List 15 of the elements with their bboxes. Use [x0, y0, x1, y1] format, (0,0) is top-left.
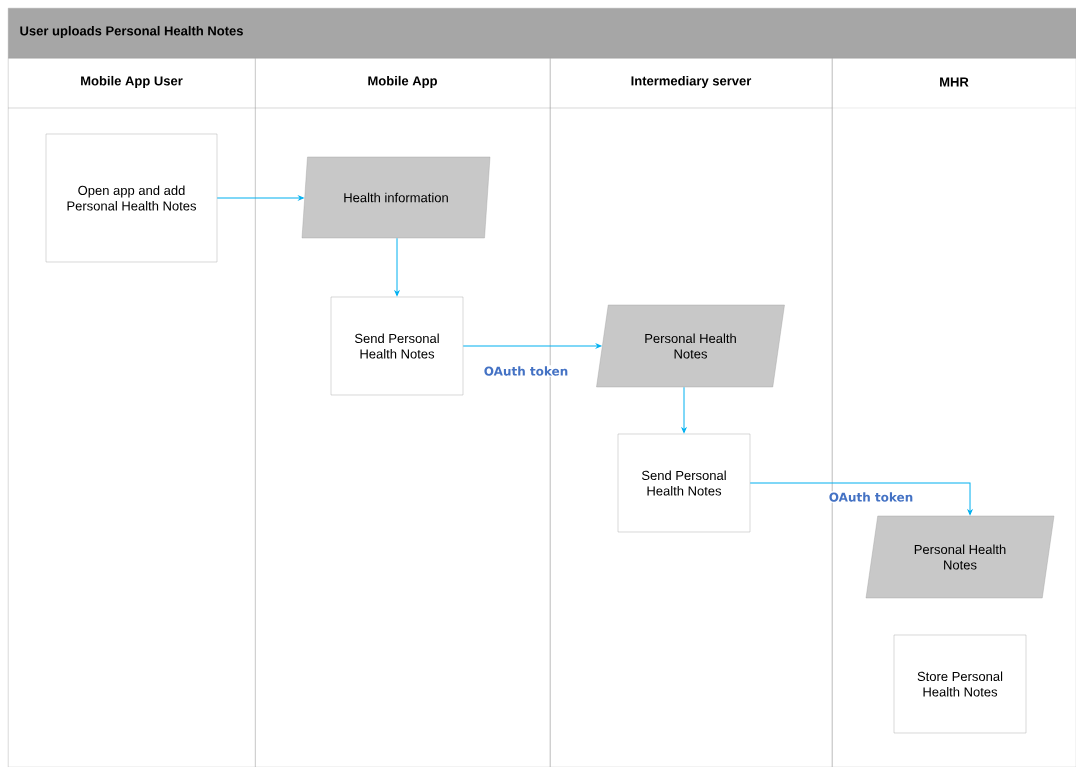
- arrow: [681, 386, 687, 434]
- data-parallelogram: Health information: [301, 156, 491, 239]
- edge-label: OAuth token: [827, 491, 915, 503]
- title-band: User uploads Personal Health Notes: [8, 8, 1076, 59]
- arrow: [462, 343, 602, 349]
- arrow: [216, 195, 304, 201]
- process-box: Send Personal Health Notes: [617, 433, 751, 533]
- arrow: [394, 237, 400, 297]
- process-box: Store Personal Health Notes: [893, 634, 1027, 734]
- process-box: Send Personal Health Notes: [330, 296, 464, 396]
- arrow: [749, 482, 973, 515]
- edge-label: OAuth token: [482, 365, 570, 377]
- process-box: Open app and add Personal Health Notes: [45, 133, 218, 263]
- data-parallelogram: Personal Health Notes: [596, 304, 785, 388]
- data-parallelogram: Personal Health Notes: [865, 515, 1055, 599]
